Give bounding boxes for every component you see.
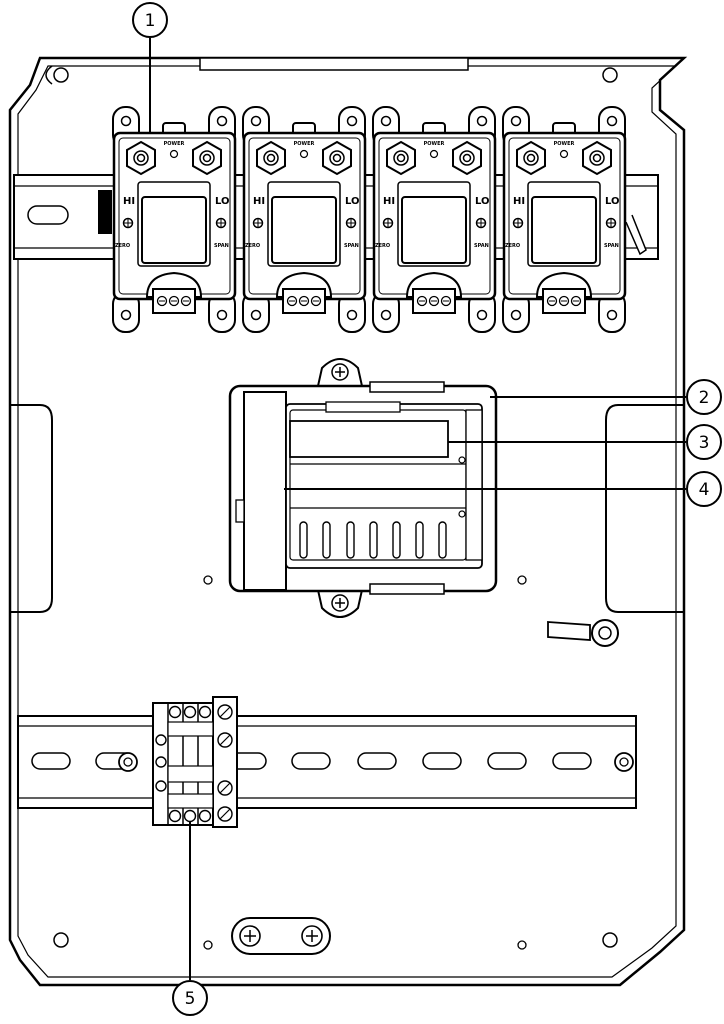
- pressure-transducer-3: POWER HI LO ZERO SPAN: [371, 105, 497, 334]
- svg-text:HI: HI: [383, 196, 395, 207]
- svg-text:2: 2: [699, 388, 710, 408]
- svg-text:LO: LO: [345, 196, 360, 207]
- pressure-transducer-2: POWER HI LO ZERO SPAN: [241, 105, 367, 334]
- svg-text:SPAN: SPAN: [604, 243, 619, 249]
- svg-text:POWER: POWER: [164, 141, 185, 147]
- svg-text:5: 5: [185, 989, 196, 1009]
- svg-text:ZERO: ZERO: [505, 243, 520, 249]
- svg-text:HI: HI: [513, 196, 525, 207]
- svg-text:LO: LO: [215, 196, 230, 207]
- svg-text:ZERO: ZERO: [115, 243, 130, 249]
- pressure-transducer-row: POWER HI LO ZERO SPAN POWER HI LO ZERO S…: [111, 105, 627, 334]
- ground-lug: [547, 619, 619, 647]
- callout-5: 5: [172, 822, 208, 1016]
- callout-1: 1: [132, 2, 168, 132]
- svg-text:1: 1: [145, 11, 156, 31]
- svg-text:POWER: POWER: [554, 141, 575, 147]
- pressure-transducer-4: POWER HI LO ZERO SPAN: [501, 105, 627, 334]
- bottom-din-rail: [17, 715, 637, 809]
- svg-text:SPAN: SPAN: [474, 243, 489, 249]
- svg-text:ZERO: ZERO: [245, 243, 260, 249]
- svg-text:ZERO: ZERO: [375, 243, 390, 249]
- callout-4: 4: [284, 471, 722, 507]
- svg-text:POWER: POWER: [424, 141, 445, 147]
- callout-3: 3: [448, 424, 722, 460]
- svg-text:4: 4: [699, 480, 710, 500]
- svg-text:3: 3: [699, 433, 710, 453]
- cable-clip: [625, 214, 647, 256]
- terminal-blocks: [152, 696, 238, 828]
- svg-text:LO: LO: [605, 196, 620, 207]
- svg-text:HI: HI: [123, 196, 135, 207]
- svg-text:LO: LO: [475, 196, 490, 207]
- bottom-screw-plate: [231, 917, 331, 955]
- svg-text:SPAN: SPAN: [214, 243, 229, 249]
- svg-text:POWER: POWER: [294, 141, 315, 147]
- svg-text:SPAN: SPAN: [344, 243, 359, 249]
- svg-text:HI: HI: [253, 196, 265, 207]
- pressure-transducer-1: POWER HI LO ZERO SPAN: [111, 105, 237, 334]
- callout-2: 2: [490, 379, 722, 415]
